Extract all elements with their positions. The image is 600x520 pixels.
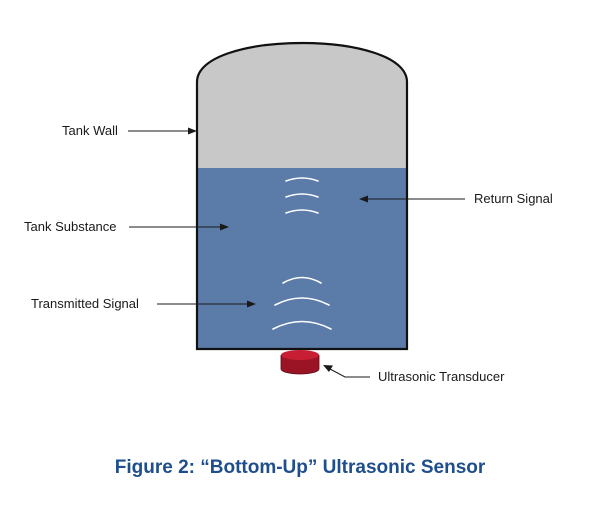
label-transmitted-signal: Transmitted Signal [31,296,139,311]
transmitted-wave-arc [282,276,322,284]
label-return-signal: Return Signal [474,191,553,206]
transducer-top [281,350,319,360]
tank-wall-outline [195,41,409,351]
leader-transmitted-signal [157,300,256,308]
return-wave-arc [285,177,319,182]
tank-air-space [197,43,407,168]
transmitted-wave-arc [272,320,332,330]
label-tank-wall: Tank Wall [62,123,118,138]
return-wave-arc [285,193,319,198]
transducer-body [281,355,319,374]
figure-caption: Figure 2: “Bottom-Up” Ultrasonic Sensor [115,457,486,478]
leader-tank-substance [129,223,229,231]
leader-tank-wall [128,127,197,135]
transmitted-wave-arc [274,297,330,306]
transmitted-signal-waves [272,276,332,330]
leader-ultrasonic-transducer [323,365,370,378]
ultrasonic-transducer [280,350,320,375]
label-ultrasonic-transducer: Ultrasonic Transducer [378,369,505,384]
leader-return-signal [359,195,465,203]
tank-substance-region [197,168,407,349]
return-wave-arc [285,209,319,214]
label-tank-substance: Tank Substance [24,219,117,234]
return-signal-waves [285,177,319,214]
